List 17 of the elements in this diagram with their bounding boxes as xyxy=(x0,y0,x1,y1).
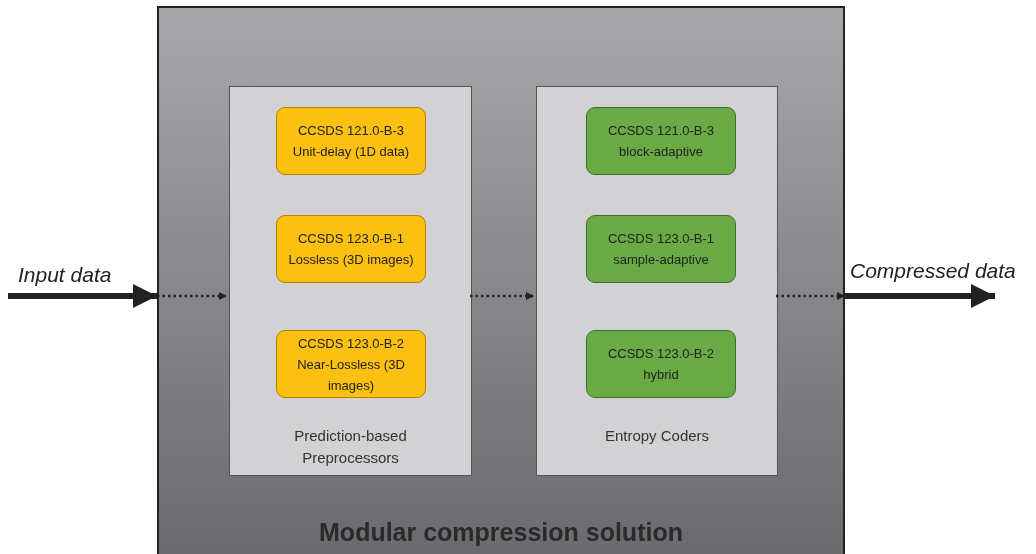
standard-box: CCSDS 123.0-B-1 sample-adaptive xyxy=(586,215,736,283)
solution-container xyxy=(157,6,845,554)
dotted-arrow xyxy=(157,292,227,300)
group-panel xyxy=(536,86,778,476)
standard-box: CCSDS 123.0-B-2 hybrid xyxy=(586,330,736,398)
standard-box: CCSDS 121.0-B-3 Unit-delay (1D data) xyxy=(276,107,426,175)
standard-box: CCSDS 123.0-B-2 Near-Lossless (3D images) xyxy=(276,330,426,398)
dotted-arrow xyxy=(776,292,845,300)
container-title: Modular compression solution xyxy=(318,516,684,548)
standard-box: CCSDS 123.0-B-1 Lossless (3D images) xyxy=(276,215,426,283)
dotted-arrow xyxy=(470,292,534,300)
arrow xyxy=(845,284,995,308)
group-panel xyxy=(229,86,472,476)
panel-label: Prediction-based Preprocessors xyxy=(293,426,408,468)
standard-box: CCSDS 121.0-B-3 block-adaptive xyxy=(586,107,736,175)
arrow xyxy=(8,284,157,308)
panel-label: Entropy Coders xyxy=(603,426,711,446)
